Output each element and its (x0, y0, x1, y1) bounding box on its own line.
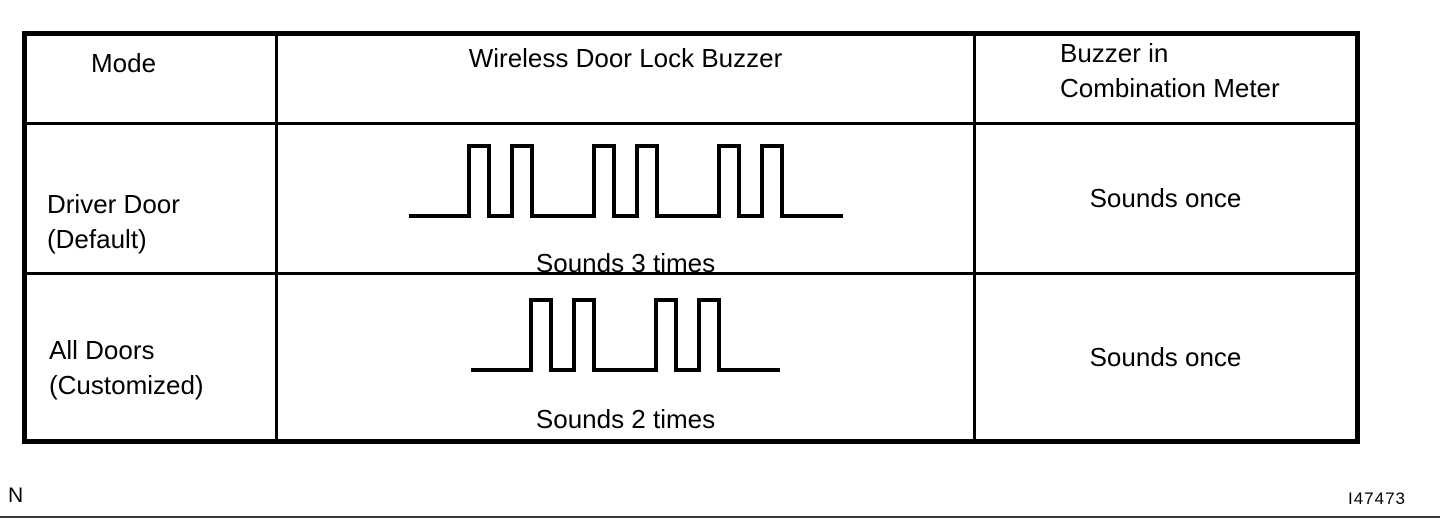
header-meter-line2: Combination Meter (1060, 73, 1280, 103)
header-buzzer-label: Wireless Door Lock Buzzer (468, 43, 783, 73)
mode-driver-door-line2: (Default) (47, 224, 147, 254)
mode-driver-door-line1: Driver Door (47, 189, 180, 219)
mode-cell-all-doors: All Doors (Customized) (27, 275, 278, 439)
meter-cell-driver-door: Sounds once (976, 125, 1355, 275)
meter-cell-all-doors: Sounds once (976, 275, 1355, 439)
header-wireless-door-lock-buzzer: Wireless Door Lock Buzzer (278, 36, 976, 125)
figure-id: I47473 (1348, 489, 1406, 508)
header-meter-line1: Buzzer in (1060, 38, 1169, 68)
bottom-rule (0, 516, 1440, 518)
mode-all-doors-line1: All Doors (49, 335, 155, 365)
header-mode: Mode (27, 36, 278, 125)
meter-sounds-once-label: Sounds once (1089, 341, 1242, 372)
header-mode-label: Mode (91, 48, 157, 78)
waveform-caption: Sounds 2 times (535, 404, 716, 434)
waveform-caption: Sounds 3 times (535, 248, 716, 275)
waveform-cell-sounds-2-times: Sounds 2 times (278, 275, 976, 439)
mode-cell-driver-door: Driver Door (Default) (27, 125, 278, 275)
buzzer-waveform-2-pulses (469, 298, 782, 390)
buzzer-waveform-3-pulses (407, 144, 845, 236)
page-marker: N (8, 484, 24, 507)
buzzer-mode-table: Mode Wireless Door Lock Buzzer Buzzer in… (22, 31, 1360, 444)
mode-all-doors-line2: (Customized) (49, 370, 204, 400)
waveform-cell-sounds-3-times: Sounds 3 times (278, 125, 976, 275)
meter-sounds-once-label: Sounds once (1089, 183, 1242, 213)
header-buzzer-in-combination-meter: Buzzer in Combination Meter (976, 36, 1355, 125)
